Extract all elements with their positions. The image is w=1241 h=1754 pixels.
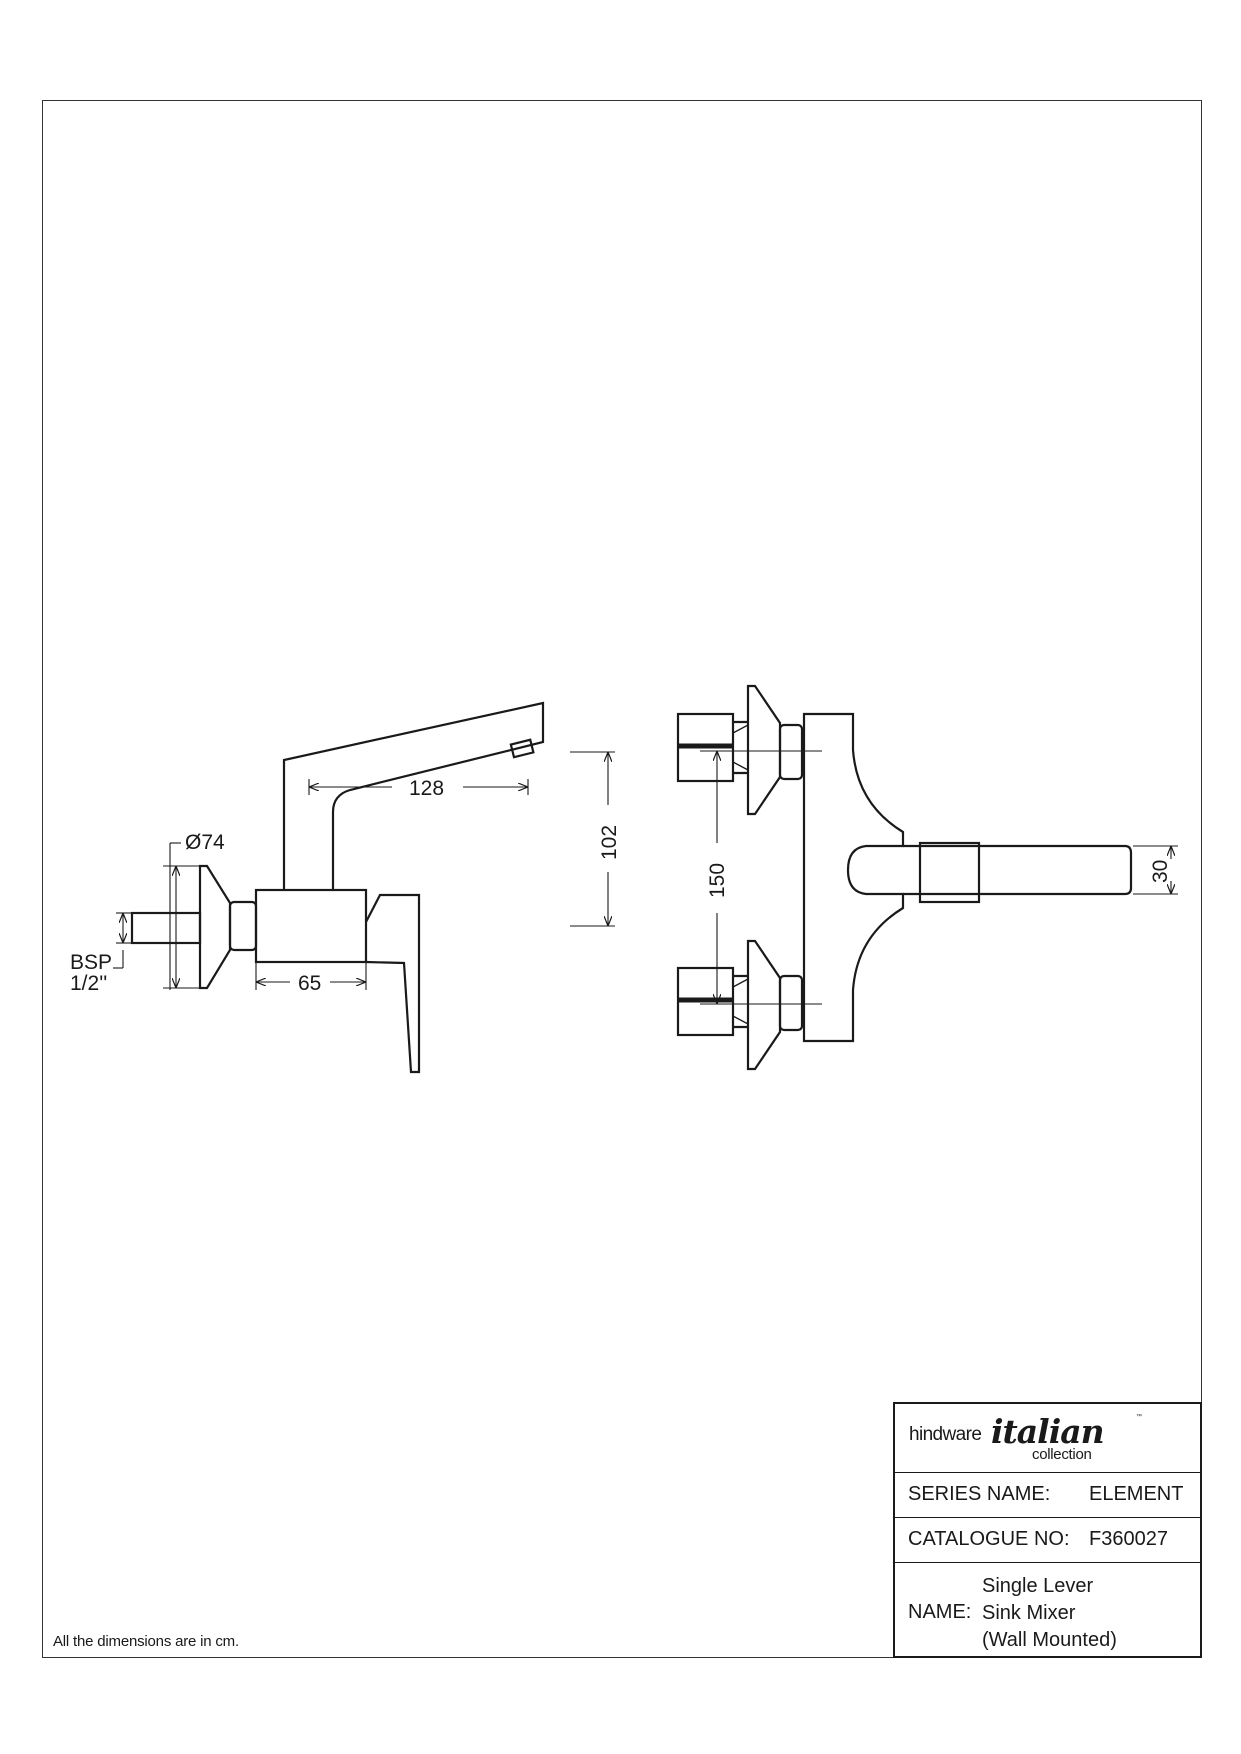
name-line-2: Sink Mixer (982, 1602, 1076, 1624)
dim-label-diameter: Ø74 (185, 831, 225, 854)
dim-label-128: 128 (409, 777, 444, 800)
front-spout (903, 844, 1133, 896)
spout-outline (282, 701, 545, 890)
title-block: hindware italian collection ™ SERIES NAM… (893, 1402, 1202, 1658)
logo-italian: italian (991, 1412, 1105, 1451)
front-view-dimensions (700, 750, 1178, 1005)
wall-flange (198, 864, 232, 990)
logo-trademark: ™ (1136, 1414, 1142, 1420)
series-row: SERIES NAME: ELEMENT (895, 1473, 1200, 1518)
dim-label-bsp: BSP (70, 951, 112, 974)
logo-brand: hindware (909, 1424, 982, 1445)
drawing-sheet-border (42, 100, 1202, 1658)
series-value: ELEMENT (1089, 1483, 1184, 1505)
units-footnote: All the dimensions are in cm. (53, 1633, 239, 1650)
front-body (802, 712, 905, 1043)
name-line-1: Single Lever (982, 1575, 1094, 1597)
dim-label-102: 102 (598, 825, 621, 860)
side-view (130, 701, 545, 1074)
side-view-dimension-labels: 128 Ø74 BSP 1/2'' 65 102 (70, 777, 621, 995)
side-view-dimensions (113, 751, 615, 990)
inlet-pipe (130, 911, 202, 945)
dim-label-30: 30 (1149, 860, 1172, 883)
mixer-body (254, 888, 368, 964)
dim-label-150: 150 (706, 863, 729, 898)
name-line-3: (Wall Mounted) (982, 1629, 1117, 1651)
spout-collar (918, 841, 981, 904)
dim-label-65: 65 (298, 972, 321, 995)
name-label: NAME: (908, 1601, 972, 1623)
series-label: SERIES NAME: (908, 1483, 1051, 1505)
lever-handle (365, 893, 421, 1074)
catalogue-row: CATALOGUE NO: F360027 (895, 1518, 1200, 1563)
name-value: Single Lever Sink Mixer (Wall Mounted) (982, 1573, 1117, 1654)
front-view (676, 684, 1133, 1071)
catalogue-label: CATALOGUE NO: (908, 1528, 1070, 1550)
upper-inlet (676, 684, 804, 816)
brand-logo: hindware italian collection ™ (895, 1404, 1200, 1473)
dim-label-bsp-size: 1/2'' (70, 972, 107, 995)
hex-nut (228, 900, 258, 952)
name-row: NAME: Single Lever Sink Mixer (Wall Moun… (895, 1563, 1200, 1659)
aerator (509, 738, 535, 759)
catalogue-value: F360027 (1089, 1528, 1168, 1550)
lower-inlet (676, 939, 804, 1071)
logo-collection: collection (1032, 1446, 1092, 1463)
front-view-dimension-labels: 150 30 (706, 860, 1172, 898)
